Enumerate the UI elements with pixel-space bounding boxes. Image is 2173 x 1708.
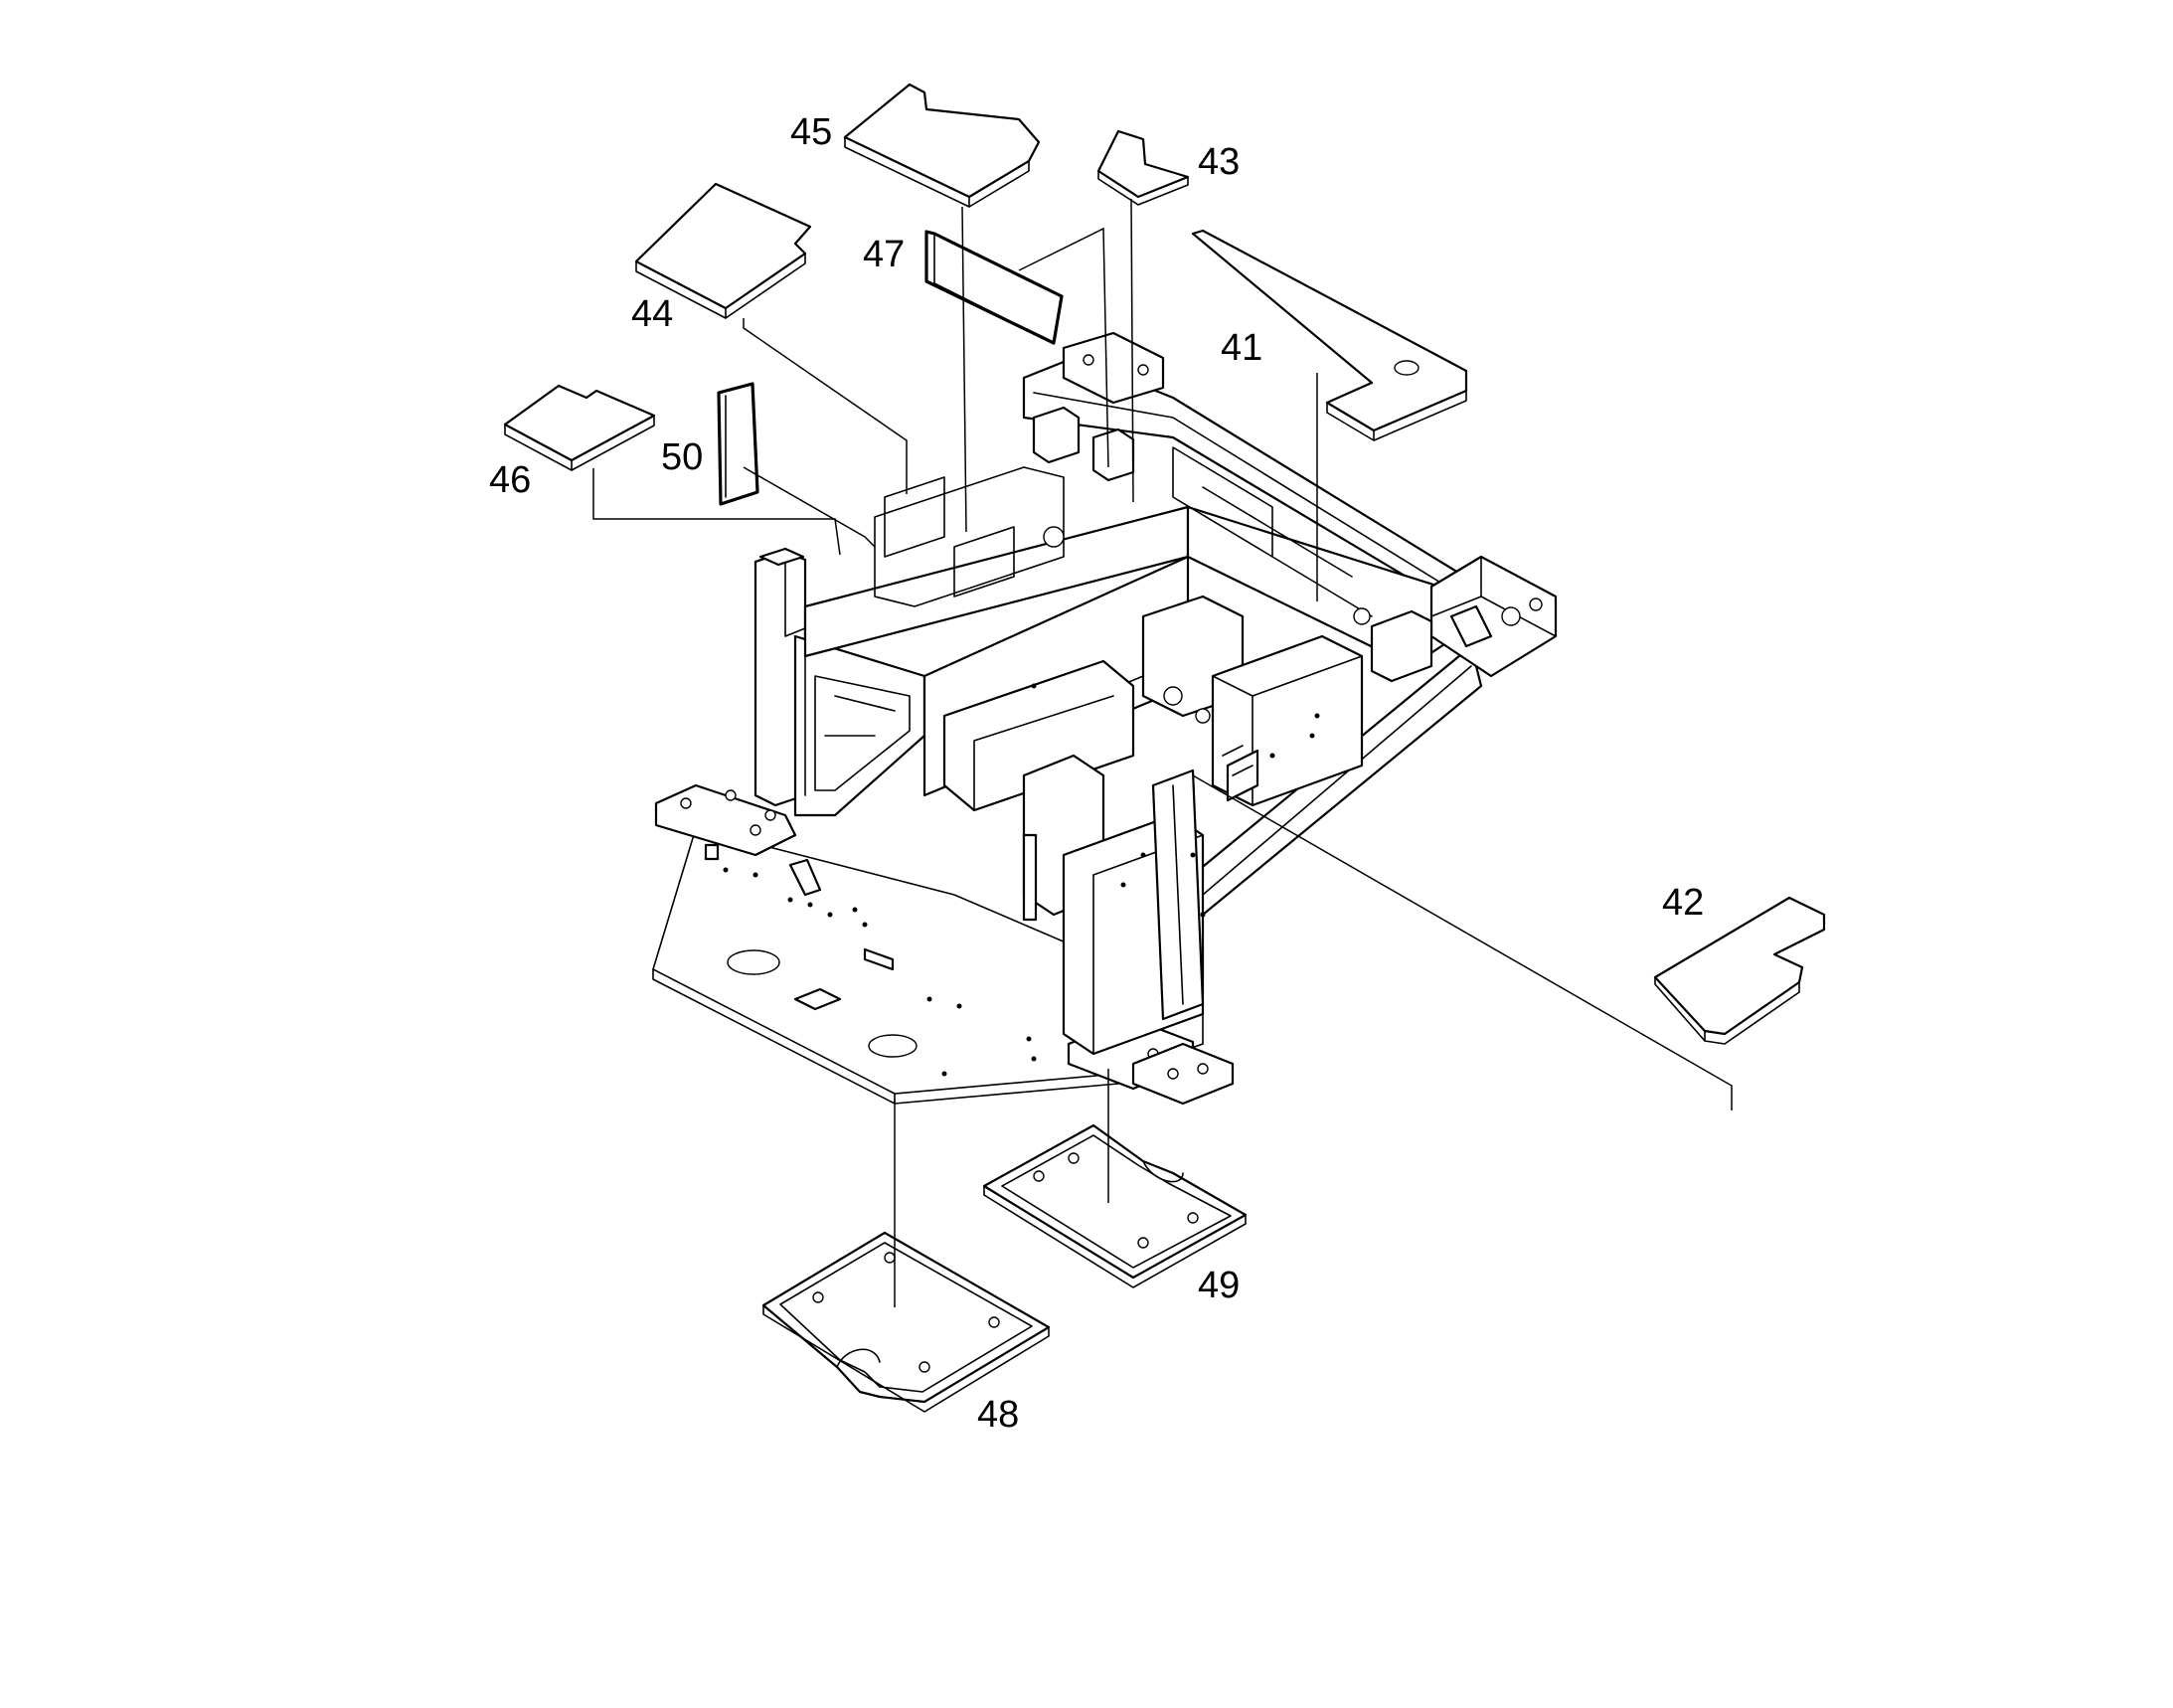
callout-44: 44 xyxy=(631,293,673,335)
part-45-plate xyxy=(843,83,1041,208)
callout-labels: 45 43 47 44 41 50 46 42 49 48 xyxy=(489,111,1704,1436)
callout-41: 41 xyxy=(1221,327,1262,369)
callout-47: 47 xyxy=(863,234,905,275)
callout-46: 46 xyxy=(489,459,531,501)
callout-48: 48 xyxy=(977,1394,1019,1436)
part-44-plate xyxy=(634,182,812,319)
callout-45: 45 xyxy=(790,111,832,153)
part-46-plate xyxy=(503,384,656,471)
part-50-strip xyxy=(717,382,759,506)
part-42-plate xyxy=(1653,896,1826,1045)
main-frame-assembly xyxy=(652,331,1558,1106)
part-41-triangle-bracket xyxy=(1191,229,1468,441)
leader-lines xyxy=(592,198,1733,1307)
part-47-strip xyxy=(924,230,1064,345)
callout-50: 50 xyxy=(661,436,703,478)
part-43-wedge xyxy=(1096,129,1190,206)
callout-43: 43 xyxy=(1198,141,1240,183)
callout-49: 49 xyxy=(1198,1265,1240,1306)
callout-42: 42 xyxy=(1662,882,1704,924)
part-48-gasket-plate xyxy=(761,1231,1051,1413)
part-49-gasket-plate xyxy=(982,1123,1248,1288)
